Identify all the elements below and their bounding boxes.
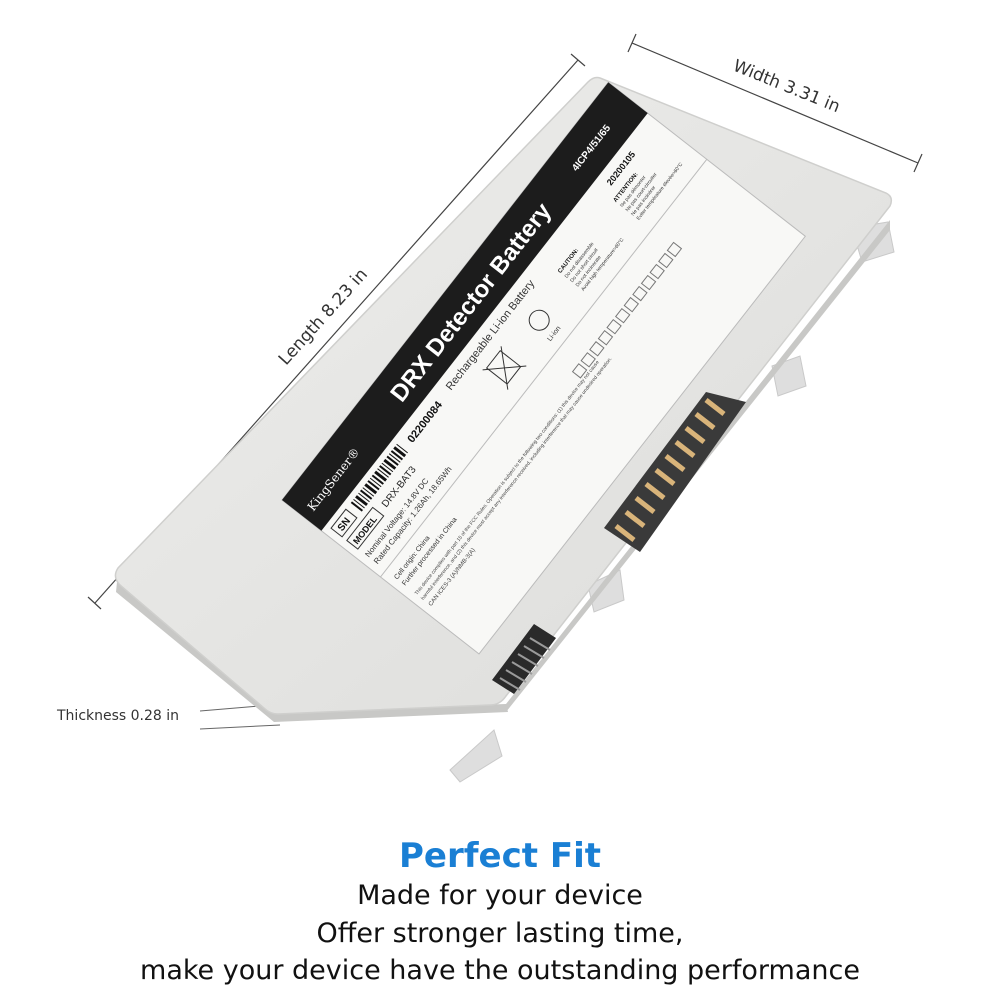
caption-line-1: Made for your device <box>357 880 643 911</box>
thickness-label: Thickness 0.28 in <box>57 708 180 724</box>
recycle-icon <box>528 309 550 331</box>
weee-bin-icon <box>482 346 527 390</box>
headline: Perfect Fit <box>399 836 601 876</box>
caption-line-2: Offer stronger lasting time, <box>316 918 684 949</box>
caption-line-3: make your device have the outstanding pe… <box>140 955 860 986</box>
sn-barcode <box>350 443 408 512</box>
side-connector <box>604 392 746 552</box>
width-dimension-line <box>627 33 923 173</box>
certification-boxes <box>571 241 683 379</box>
label-title-band <box>282 82 648 531</box>
end-connector <box>492 624 556 694</box>
